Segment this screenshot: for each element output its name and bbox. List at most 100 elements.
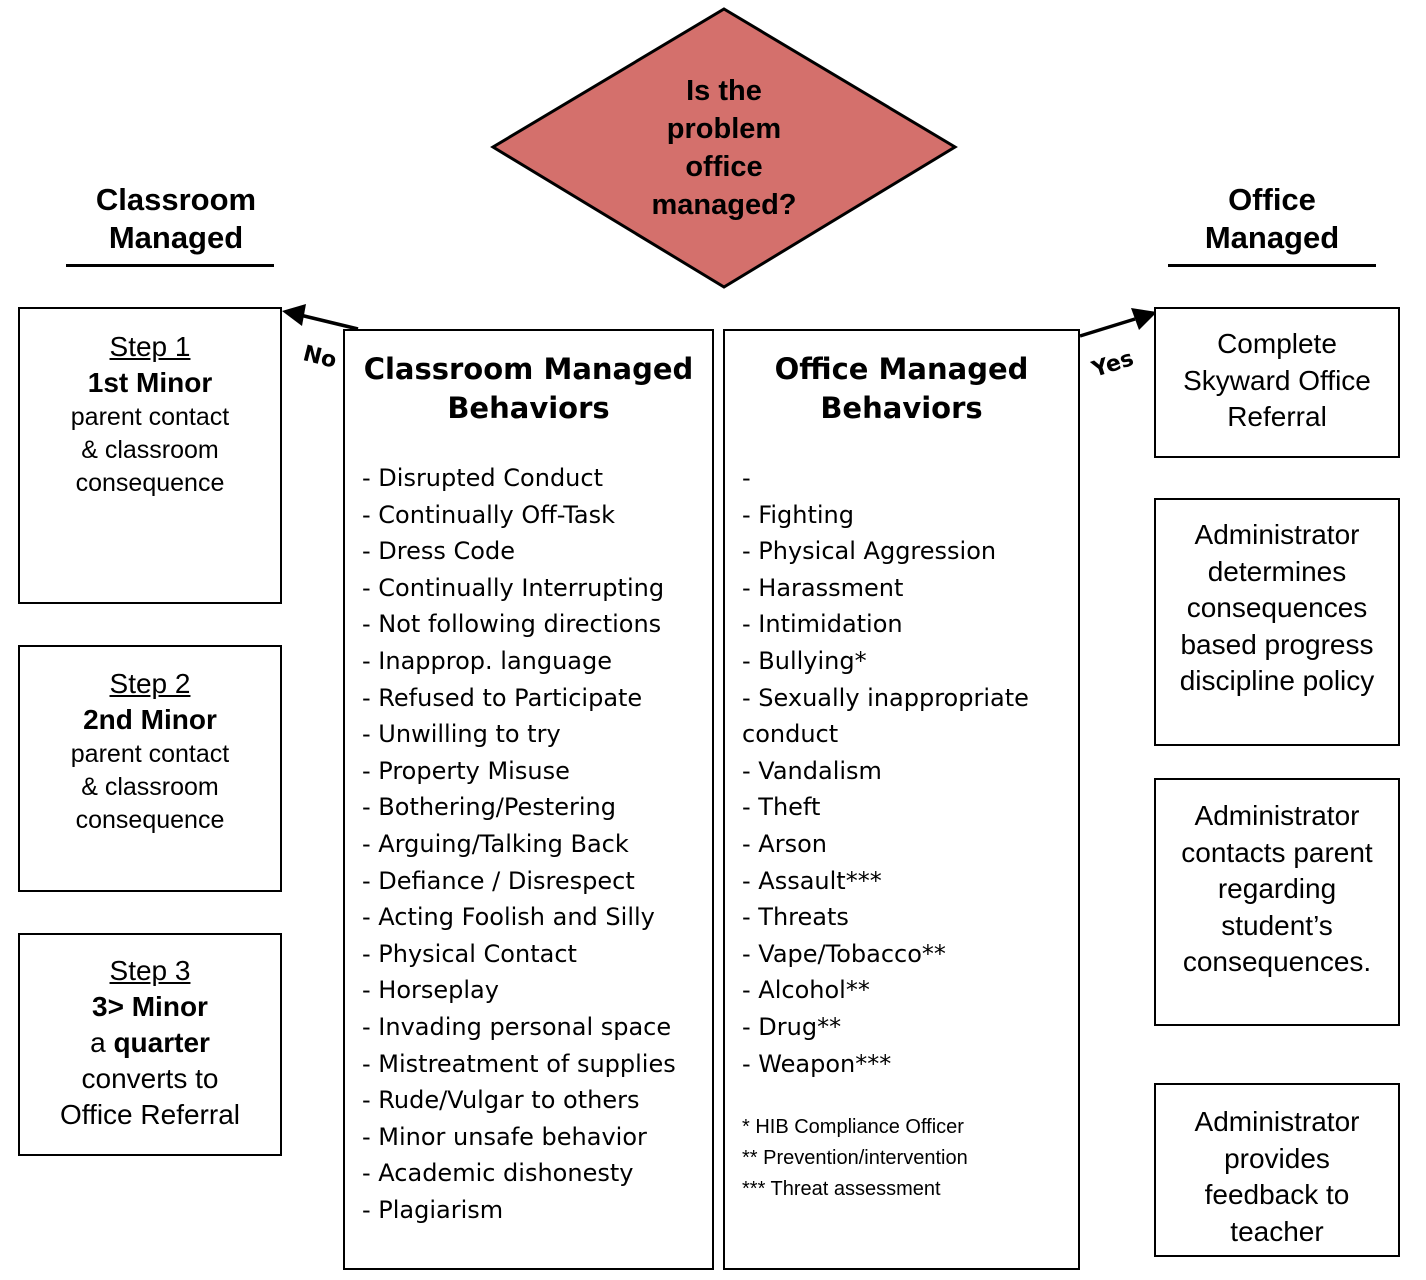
left-header-underline (66, 264, 274, 267)
classroom-behavior-item: - Plagiarism (362, 1195, 504, 1224)
office-behaviors-title: Office Managed Behaviors (725, 350, 1078, 428)
contact-line-4: student’s (1221, 909, 1333, 941)
step-2-title: Step 2 (109, 668, 191, 699)
step-3-line-2: Office Referral (60, 1099, 240, 1130)
classroom-behavior-item: - Invading personal space (362, 1012, 672, 1041)
office-behavior-item: - Theft (742, 793, 821, 822)
classroom-behavior-item: - Refused to Participate (362, 683, 643, 712)
right-header-underline (1168, 264, 1376, 267)
contact-line-1: Administrator (1194, 800, 1360, 831)
classroom-behavior-item: - Not following directions (362, 610, 662, 639)
office-behavior-item: - Assault*** (742, 866, 882, 895)
classroom-behavior-list: - Disrupted Conduct - Continually Off-Tas… (362, 460, 712, 1228)
office-notes: * HIB Compliance Officer ** Prevention/i… (742, 1112, 1078, 1205)
step-3-line-a-prefix: a (90, 1027, 114, 1058)
classroom-behavior-item: - Unwilling to try (362, 720, 561, 749)
determine-line-1: Administrator (1194, 519, 1360, 550)
classroom-title-line-1: Classroom Managed (363, 352, 694, 386)
office-behavior-item: - Weapon*** (742, 1049, 892, 1078)
classroom-behaviors-box: Classroom Managed Behaviors - Disrupted … (343, 329, 714, 1270)
office-behavior-item: conduct (742, 720, 839, 749)
office-behavior-item: - Harassment (742, 573, 904, 602)
step-2-box: Step 2 2nd Minor parent contact & classr… (18, 645, 282, 892)
yes-arrow-head (1131, 308, 1157, 330)
determine-line-4: based progress (1180, 628, 1374, 660)
classroom-behavior-item: - Horseplay (362, 976, 499, 1005)
office-behavior-item: - Bullying* (742, 646, 867, 675)
feedback-line-1: Administrator (1194, 1106, 1360, 1137)
classroom-behavior-item: - Academic dishonesty (362, 1159, 634, 1188)
office-behavior-item: - Drug** (742, 1012, 842, 1041)
decision-text: Is the problem office managed? (574, 72, 874, 224)
step-3-level: 3> Minor (92, 991, 208, 1022)
office-behavior-item: - Threats (742, 903, 849, 932)
decision-diamond (490, 7, 958, 289)
classroom-behavior-item: - Minor unsafe behavior (362, 1122, 647, 1151)
classroom-behavior-item: - Property Misuse (362, 756, 570, 785)
no-arrow-head (282, 304, 306, 326)
office-title-line-1: Office Managed (774, 352, 1029, 386)
classroom-behavior-item: - Continually Interrupting (362, 573, 665, 602)
office-behavior-item: - (742, 464, 751, 492)
decision-line-3: office (685, 151, 763, 183)
office-behavior-item: - Alcohol** (742, 976, 870, 1005)
decision-line-4: managed? (651, 189, 797, 221)
classroom-behavior-item: - Mistreatment of supplies (362, 1049, 676, 1078)
step-1-title: Step 1 (109, 331, 191, 362)
office-behavior-item: - Physical Aggression (742, 537, 997, 566)
classroom-title-line-2: Behaviors (447, 391, 610, 425)
classroom-managed-header: Classroom Managed (66, 181, 286, 257)
note-hib: * HIB Compliance Officer (742, 1116, 964, 1139)
office-behaviors-box: Office Managed Behaviors - - Fighting - Ph… (723, 329, 1080, 1270)
step-2-line-1: parent contact (70, 740, 230, 768)
classroom-behavior-item: - Dress Code (362, 537, 515, 566)
contact-line-3: regarding (1217, 873, 1337, 904)
step-2-line-2: & classroom (81, 773, 219, 801)
office-step-referral-box: Complete Skyward Office Referral (1154, 307, 1400, 458)
left-header-line-1: Classroom (95, 182, 257, 217)
office-behavior-item: - Intimidation (742, 610, 903, 639)
contact-line-2: contacts parent (1181, 836, 1373, 868)
referral-line-2: Skyward Office (1183, 364, 1371, 396)
classroom-behavior-item: - Continually Off-Task (362, 500, 615, 529)
office-step-determine-box: Administrator determines consequences ba… (1154, 498, 1400, 746)
classroom-behavior-item: - Bothering/Pestering (362, 793, 616, 822)
office-behavior-list: - - Fighting - Physical Aggression - Harass… (742, 460, 1078, 1082)
right-header-line-2: Managed (1204, 220, 1340, 255)
step-1-level: 1st Minor (87, 367, 213, 398)
determine-line-2: determines (1207, 555, 1347, 587)
step-2-line-3: consequence (75, 806, 225, 834)
office-behavior-item: - Sexually inappropriate (742, 683, 1029, 712)
classroom-behavior-item: - Physical Contact (362, 939, 577, 968)
decision-line-1: Is the (686, 75, 762, 107)
classroom-behavior-item: - Disrupted Conduct (362, 464, 603, 492)
classroom-behavior-item: - Defiance / Disrespect (362, 866, 635, 895)
office-title-line-2: Behaviors (820, 391, 983, 425)
office-behavior-item: - Vandalism (742, 756, 882, 785)
right-header-line-1: Office (1228, 182, 1316, 217)
referral-line-3: Referral (1227, 401, 1327, 432)
step-3-title: Step 3 (109, 955, 191, 986)
office-managed-header: Office Managed (1162, 181, 1382, 257)
office-behavior-item: - Vape/Tobacco** (742, 939, 946, 968)
office-behavior-item: - Fighting (742, 500, 854, 529)
step-1-line-2: & classroom (81, 436, 219, 464)
classroom-behavior-item: - Inapprop. language (362, 646, 613, 675)
office-behavior-item: - Arson (742, 829, 827, 858)
feedback-line-4: teacher (1230, 1215, 1324, 1247)
yes-arrow-line (1079, 317, 1136, 338)
determine-line-3: consequences (1186, 592, 1368, 623)
left-header-line-2: Managed (108, 220, 244, 255)
note-prevention: ** Prevention/intervention (742, 1147, 968, 1170)
office-step-contact-box: Administrator contacts parent regarding … (1154, 778, 1400, 1026)
step-3-line-a-bold: quarter (113, 1027, 210, 1058)
classroom-behavior-item: - Arguing/Talking Back (362, 829, 629, 858)
no-arrow-line (299, 313, 359, 331)
step-3-line-1: converts to (81, 1063, 219, 1094)
classroom-behavior-item: - Rude/Vulgar to others (362, 1086, 640, 1115)
step-2-level: 2nd Minor (83, 704, 217, 735)
feedback-line-2: provides (1224, 1142, 1330, 1174)
step-1-line-3: consequence (75, 469, 225, 497)
step-3-line-a: a quarter (20, 1025, 280, 1061)
